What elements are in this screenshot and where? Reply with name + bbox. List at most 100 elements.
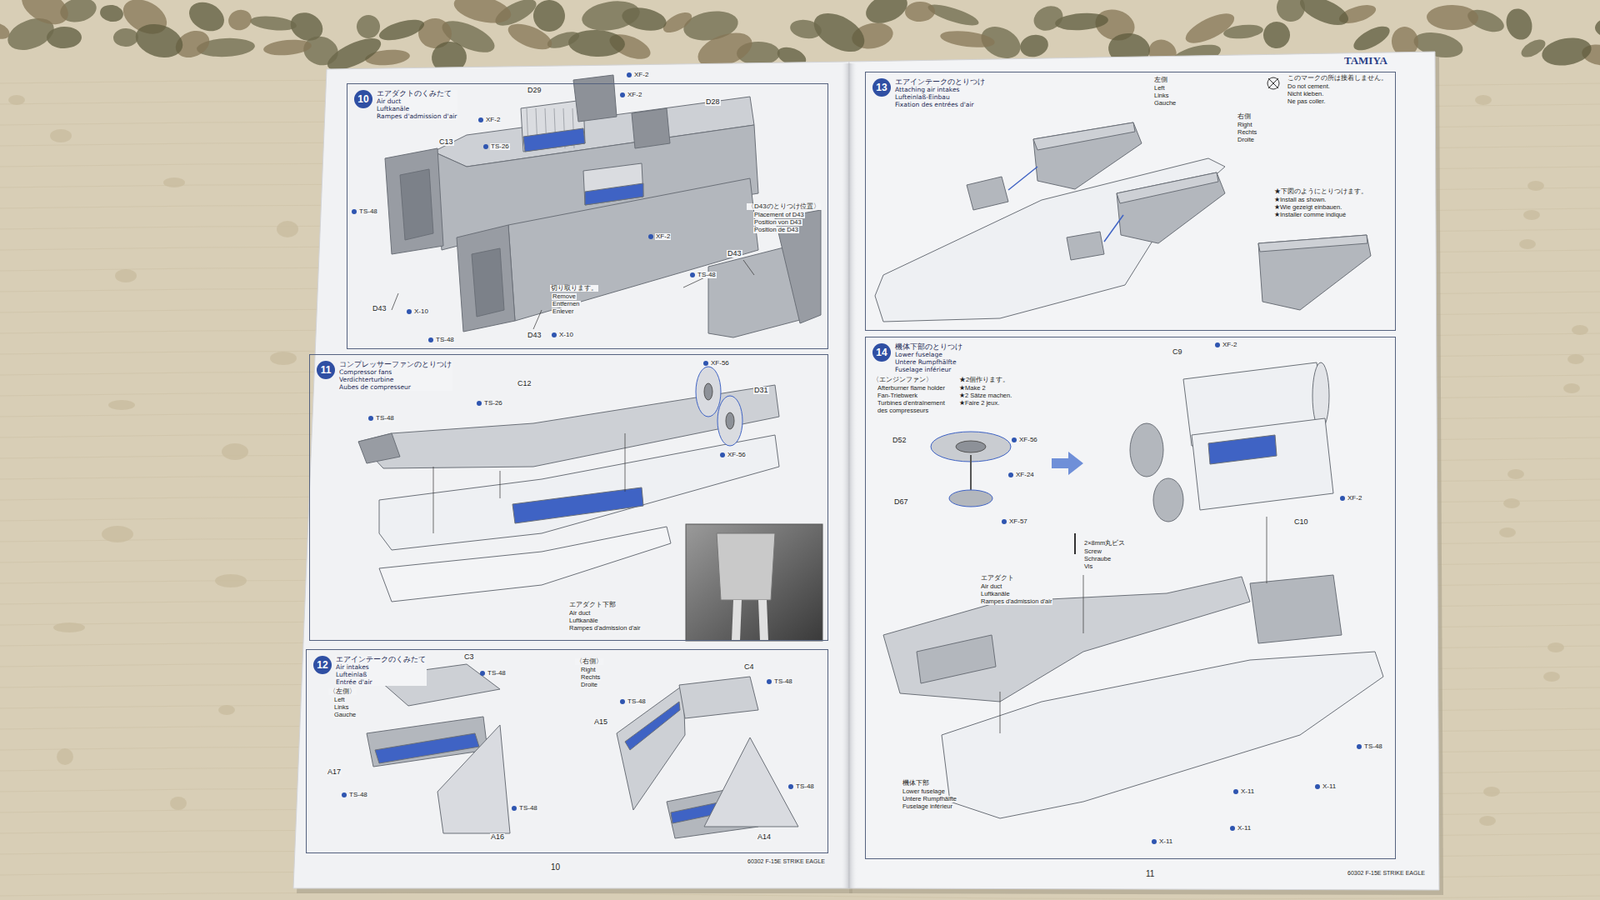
paint-dot xyxy=(1151,839,1157,845)
part-drawing xyxy=(1033,122,1135,150)
guide-line xyxy=(1266,516,1268,584)
cloth-motif xyxy=(221,443,249,460)
part-callout: X-11 xyxy=(1158,838,1174,845)
paint-dot xyxy=(341,792,347,798)
cement-line xyxy=(1008,166,1038,190)
title-column: エアインテークのくみたてAir intakesLufteinlaßEntrée … xyxy=(335,655,427,686)
part-callout: D52 xyxy=(891,436,908,445)
fan-disc xyxy=(1130,423,1164,477)
part-drawing xyxy=(631,108,670,149)
leader-line xyxy=(391,293,399,310)
step-title: Entrée d'air xyxy=(335,678,427,686)
floral-blob xyxy=(1030,1,1067,35)
floral-blob xyxy=(0,20,12,43)
title-column: エアダクトのくみたてAir ductLuftkanäleRampes d'adm… xyxy=(375,90,458,120)
photo-detail xyxy=(731,600,742,641)
step-title: エアインテークのとりつけ xyxy=(894,78,986,86)
screw xyxy=(1074,533,1076,555)
step-title: Rampes d'admission d'air xyxy=(375,112,458,120)
part-drawing xyxy=(941,651,1384,819)
step-heading: 11コンプレッサーファンのとりつけCompressor fansVerdicht… xyxy=(316,360,453,391)
title-column: エアインテークのとりつけAttaching air intakesLuftein… xyxy=(894,78,986,109)
floral-blob xyxy=(1426,4,1480,30)
part-callout: Luftkanäle xyxy=(980,590,1011,598)
page-footer: 60302 F-15E STRIKE EAGLE xyxy=(746,858,826,865)
floral-blob xyxy=(531,0,567,34)
paint-dot xyxy=(1233,789,1239,795)
step-title: Aubes de compresseur xyxy=(338,383,453,391)
part-drawing xyxy=(1191,418,1334,510)
paint-dot xyxy=(480,670,485,676)
part-callout: XF-56 xyxy=(726,451,747,459)
part-drawing xyxy=(573,75,617,122)
part-drawing xyxy=(616,685,685,810)
cloth-motif xyxy=(1543,671,1560,682)
part-callout: C4 xyxy=(743,663,755,671)
floral-blob xyxy=(1540,34,1595,70)
part-drawing xyxy=(679,676,759,719)
part-callout: TS-48 xyxy=(358,208,379,215)
step-title: コンプレッサーファンのとりつけ xyxy=(338,360,453,369)
paint-dot xyxy=(351,209,357,215)
leader-line xyxy=(743,260,755,275)
fan-hub xyxy=(955,440,986,453)
step-title: Verdichterturbine xyxy=(338,375,453,384)
cloth-motif xyxy=(108,400,135,410)
cloth-motif xyxy=(1483,786,1500,797)
cloth-motif xyxy=(1571,325,1589,335)
part-callout: TS-48 xyxy=(375,415,395,422)
part-callout: des compresseurs xyxy=(876,407,930,415)
part-callout: Position von D43 xyxy=(753,219,803,226)
guide-line xyxy=(1083,575,1085,634)
part-callout: ★Install as shown. xyxy=(1273,196,1327,204)
cloth-motif xyxy=(218,705,235,715)
paint-dot xyxy=(1340,495,1345,501)
part-drawing xyxy=(456,225,515,332)
cloth-motif xyxy=(163,177,185,188)
step-heading: 10エアダクトのくみたてAir ductLuftkanäleRampes d'a… xyxy=(354,90,458,120)
part-drawing xyxy=(1033,122,1142,190)
paint-dot xyxy=(551,332,557,338)
paint-dot xyxy=(483,144,489,150)
fan-shaft xyxy=(970,455,972,492)
part-callout: TS-48 xyxy=(1363,743,1384,750)
part-drawing xyxy=(400,169,434,240)
part-callout: Rechts xyxy=(580,674,601,681)
fan-disc xyxy=(1153,478,1184,522)
part-callout: Rampes d'admission d'air xyxy=(568,625,641,632)
floral-blob xyxy=(226,7,255,33)
part-callout: Nicht kleben. xyxy=(1286,90,1325,98)
cloth-motif xyxy=(1519,239,1536,250)
part-callout: Lower fuselage xyxy=(901,788,946,795)
cloth-motif xyxy=(1503,498,1520,509)
gutter-shade xyxy=(840,63,858,889)
part-drawing xyxy=(1116,172,1225,244)
part-callout: Droite xyxy=(580,681,599,689)
part-callout: D31 xyxy=(753,386,770,395)
part-callout: C3 xyxy=(463,653,475,661)
cloth-motif xyxy=(1507,469,1525,480)
paint-dot xyxy=(478,117,484,123)
part-callout: Links xyxy=(1153,92,1170,100)
paint-dot xyxy=(1011,437,1017,443)
part-drawing xyxy=(523,128,585,152)
step-heading: 13エアインテークのとりつけAttaching air intakesLufte… xyxy=(872,78,986,109)
part-callout: XF-2 xyxy=(1221,341,1238,349)
part-callout: D28 xyxy=(705,98,721,106)
part-callout: 右側 xyxy=(1236,113,1252,120)
guide-line xyxy=(1000,691,1001,734)
part-drawing xyxy=(520,100,585,152)
step-title: 機体下部のとりつけ xyxy=(894,343,964,351)
part-callout: XF-2 xyxy=(485,116,501,124)
part-drawing xyxy=(512,487,644,524)
part-callout: Screw xyxy=(1083,548,1103,555)
paint-dot xyxy=(1001,519,1007,525)
part-callout: ★Wie gezeigt einbauen. xyxy=(1273,204,1343,211)
step-heading: 14機体下部のとりつけLower fuselageUntere Rumpfhäl… xyxy=(872,343,964,374)
paint-dot xyxy=(626,72,632,78)
part-drawing xyxy=(385,148,444,255)
step-title: Compressor fans xyxy=(338,368,453,376)
